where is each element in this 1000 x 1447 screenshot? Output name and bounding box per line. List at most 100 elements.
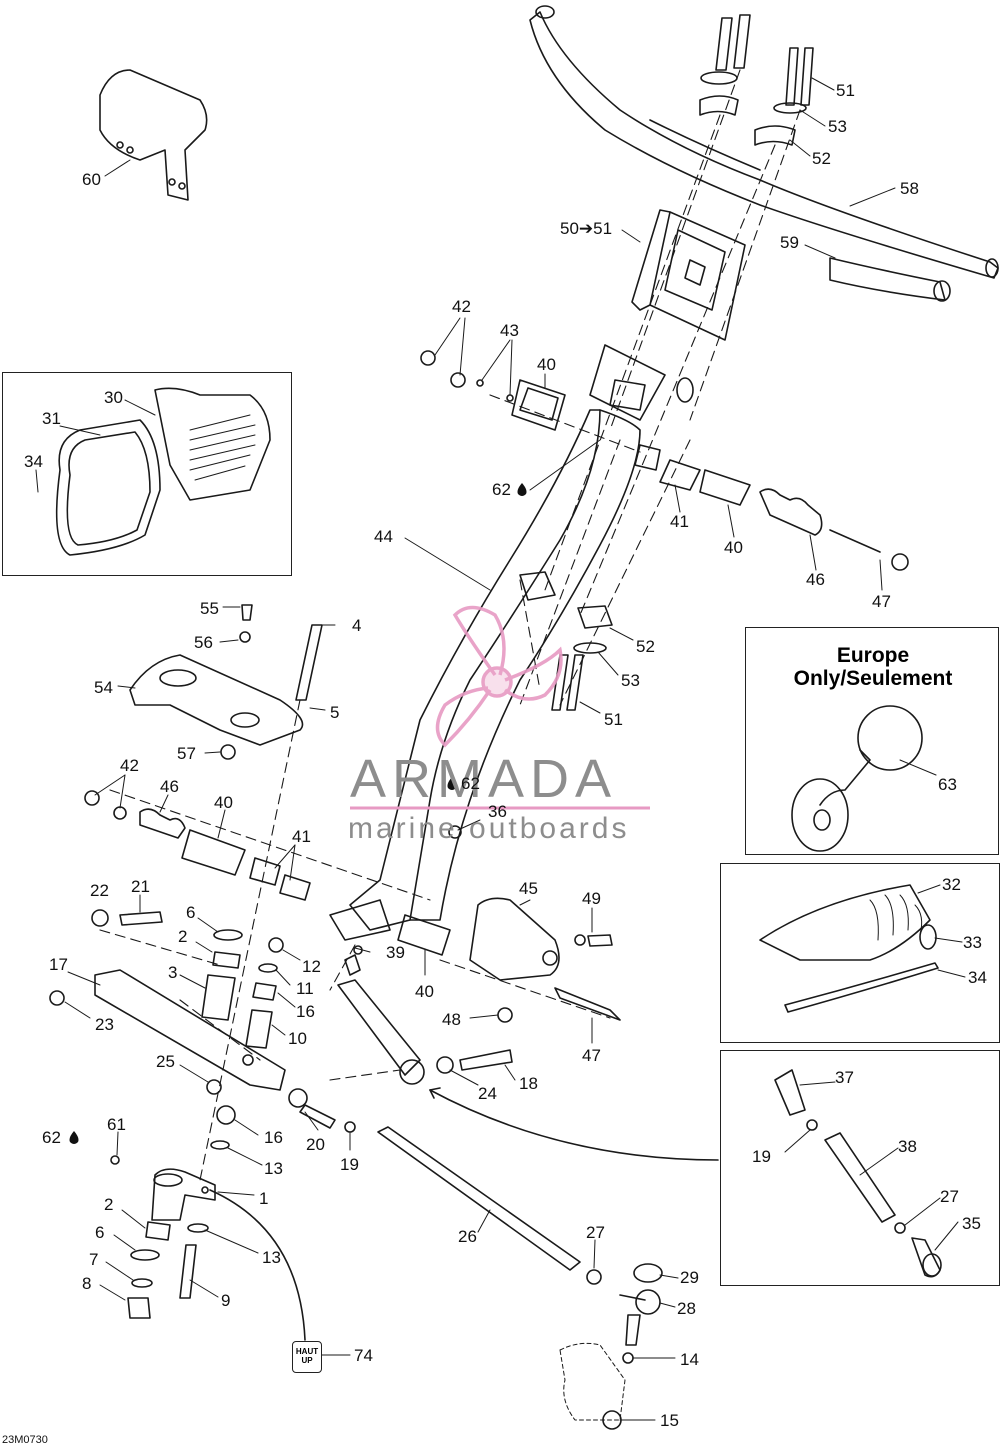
- haut-line2: UP: [301, 1355, 313, 1365]
- callout: 43: [500, 321, 519, 340]
- callout: 55: [200, 599, 219, 618]
- callout: 9: [221, 1291, 231, 1310]
- callout: 52: [636, 637, 655, 656]
- callout: 51: [604, 710, 623, 729]
- callout: 56: [194, 633, 213, 652]
- callout: 62: [461, 774, 480, 793]
- callout: 41: [670, 512, 689, 531]
- callout: 39: [386, 943, 405, 962]
- callout: 47: [872, 592, 891, 611]
- callout: 47: [582, 1046, 601, 1065]
- callout: 57: [177, 744, 196, 763]
- callout: 51: [836, 81, 855, 100]
- callout: 40: [537, 355, 556, 374]
- callout: 21: [131, 877, 150, 896]
- callout: 40: [724, 538, 743, 557]
- callout: 6: [95, 1223, 105, 1242]
- callout: 54: [94, 678, 113, 697]
- callout: 15: [660, 1411, 679, 1430]
- haut-line1: HAUT: [295, 1347, 319, 1356]
- callout: 2: [178, 927, 188, 946]
- callout: 16: [296, 1002, 315, 1021]
- callout: 12: [302, 957, 321, 976]
- bracket: [129, 654, 304, 746]
- grip: [829, 257, 946, 301]
- callout: 5: [330, 703, 340, 722]
- europe-title-line2: Only/Seulement: [793, 667, 953, 691]
- steering-arm: [94, 969, 286, 1091]
- callout: 45: [519, 879, 538, 898]
- callout: 37: [835, 1068, 854, 1087]
- oil-drop-icon: [517, 483, 527, 496]
- callout: 34: [24, 452, 43, 471]
- callout: 26: [458, 1227, 477, 1246]
- callout: 50➔51: [560, 219, 613, 238]
- callout: 53: [621, 671, 640, 690]
- europe-title-line1: Europe: [836, 644, 910, 667]
- callout: 25: [156, 1052, 175, 1071]
- lower-bushings: [84, 790, 311, 901]
- side-bracket: [469, 897, 560, 981]
- callout: 27: [940, 1187, 959, 1206]
- callout: 42: [120, 756, 139, 775]
- callout: 1: [259, 1189, 269, 1208]
- callout: 2: [104, 1195, 114, 1214]
- callout: 38: [898, 1137, 917, 1156]
- callout: 58: [900, 179, 919, 198]
- europe-only-title: Europe Only/Seulement: [760, 644, 986, 690]
- callout: 34: [968, 968, 987, 987]
- callout: 23: [95, 1015, 114, 1034]
- callout: 29: [680, 1268, 699, 1287]
- oil-drop-icons: [69, 483, 527, 1144]
- callout: 30: [104, 388, 123, 407]
- inset-europe-box: [745, 627, 999, 855]
- callout: 35: [962, 1214, 981, 1233]
- upper-bushings: [420, 350, 909, 571]
- handlebar: [529, 11, 999, 279]
- callout: 49: [582, 889, 601, 908]
- callout: 53: [828, 117, 847, 136]
- steering-column: [349, 409, 601, 931]
- handlebar-cover: [99, 69, 208, 201]
- callout: 41: [292, 827, 311, 846]
- callout: 62: [42, 1128, 61, 1147]
- callout: 36: [488, 802, 507, 821]
- callout: 59: [780, 233, 799, 252]
- callout: 13: [264, 1159, 283, 1178]
- callout: 46: [806, 570, 825, 589]
- callout: 40: [214, 793, 233, 812]
- callout: 10: [288, 1029, 307, 1048]
- tie-rod: [377, 1126, 581, 1271]
- watermark-title: ARMADA: [350, 749, 618, 809]
- drawing-code: 23M0730: [2, 1434, 48, 1446]
- callout: 13: [262, 1248, 281, 1267]
- callout: 27: [586, 1223, 605, 1242]
- callout: 22: [90, 881, 109, 900]
- callout: 42: [452, 297, 471, 316]
- inset-linkage-box: [720, 1050, 1000, 1286]
- inset-boot-box: [2, 372, 292, 576]
- callout: 60: [82, 170, 101, 189]
- callout: 46: [160, 777, 179, 796]
- oil-drop-icon: [447, 777, 457, 790]
- upper-clamp: [649, 211, 746, 341]
- callout: 17: [49, 955, 68, 974]
- callout: 6: [186, 903, 196, 922]
- callout: 3: [168, 963, 178, 982]
- boot-frame: [55, 419, 161, 556]
- callout: 74: [354, 1346, 373, 1365]
- callout: 63: [938, 775, 957, 794]
- callout: 48: [442, 1010, 461, 1029]
- pivot: [151, 1168, 216, 1221]
- watermark-propeller-icon: [435, 605, 563, 748]
- callout: 24: [478, 1084, 497, 1103]
- callout: 20: [306, 1135, 325, 1154]
- callout: 18: [519, 1074, 538, 1093]
- top-bolts: [699, 14, 814, 146]
- callout: 7: [89, 1250, 99, 1269]
- callout: 19: [752, 1147, 771, 1166]
- link-rod: [337, 979, 421, 1076]
- callout: 33: [963, 933, 982, 952]
